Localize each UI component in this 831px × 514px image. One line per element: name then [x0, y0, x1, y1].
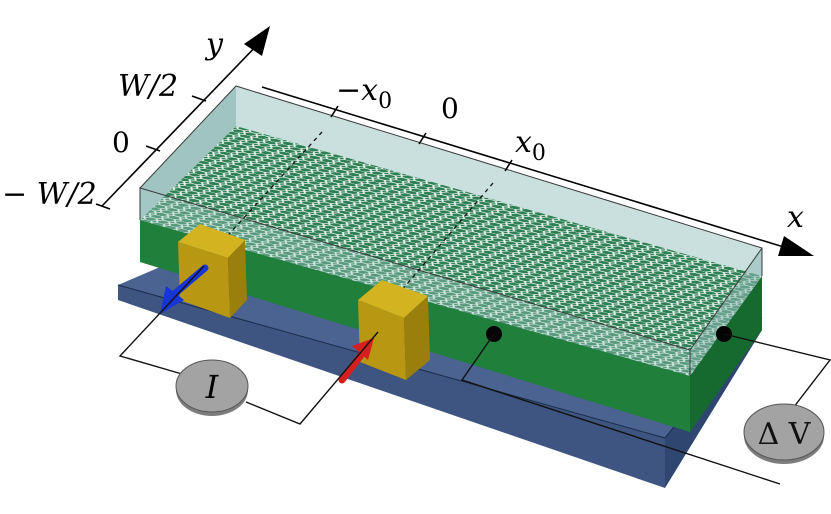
voltage-meter: Δ V — [743, 403, 825, 464]
x-tick-label-x0: x0 — [515, 125, 546, 166]
y-tick-label-top: W/2 — [118, 69, 178, 104]
x-axis-label: x — [787, 200, 804, 235]
y-tick-bottom — [95, 203, 111, 210]
current-circuit — [118, 265, 379, 425]
x-axis-arrowhead — [778, 236, 814, 256]
y-axis-arrowhead — [244, 26, 270, 56]
y-tick-label-bottom: − W/2 — [2, 177, 97, 212]
y-tick-label-middle: 0 — [112, 126, 130, 159]
current-meter-label: I — [205, 368, 220, 406]
drain-contact — [358, 280, 430, 380]
graphene-sheet — [140, 126, 762, 376]
x-tick-zero — [418, 132, 427, 145]
x-tick-x0 — [504, 159, 513, 172]
y-tick-middle — [145, 145, 161, 152]
x-axis: −x0 0 x0 x — [261, 73, 814, 256]
guide-minus-x0 — [199, 131, 323, 267]
current-meter: I — [175, 359, 249, 416]
x-tick-minus-x0 — [330, 105, 339, 118]
top-dielectric-box — [139, 85, 763, 376]
y-tick-top — [191, 95, 207, 102]
x-tick-label-zero: 0 — [441, 92, 459, 125]
y-axis-label: y — [204, 27, 224, 62]
voltage-circuit — [460, 333, 831, 485]
source-contact — [178, 224, 247, 318]
y-axis: W/2 0 − W/2 y — [2, 26, 270, 212]
x-tick-label-minus-x0: −x0 — [336, 73, 392, 114]
voltage-meter-label: Δ V — [758, 417, 812, 452]
